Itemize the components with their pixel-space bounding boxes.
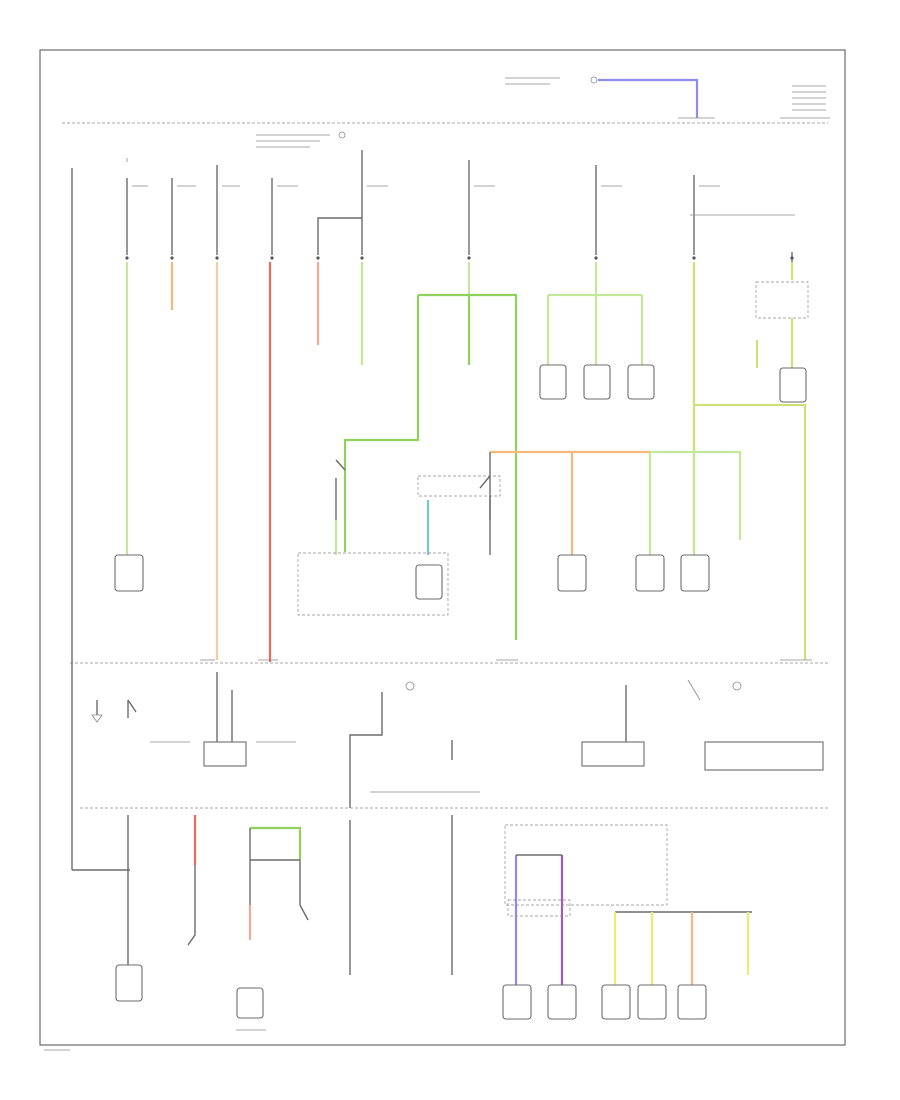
component-box bbox=[415, 564, 443, 600]
upper-wires bbox=[125, 262, 807, 662]
component-box bbox=[635, 554, 665, 592]
component-box bbox=[677, 984, 707, 1020]
lower-wires bbox=[127, 815, 752, 985]
component-box bbox=[236, 987, 264, 1019]
top-supply-circuit bbox=[505, 76, 830, 119]
component-box bbox=[547, 984, 577, 1020]
fuse-symbol bbox=[590, 76, 598, 84]
fuse-row bbox=[71, 131, 795, 871]
component-box bbox=[502, 984, 532, 1020]
diagram-frame bbox=[39, 49, 846, 1046]
component-box bbox=[779, 367, 807, 403]
component-box bbox=[583, 364, 611, 400]
component-box bbox=[203, 741, 247, 767]
blue-wire bbox=[598, 78, 699, 118]
component-box bbox=[115, 964, 143, 1002]
component-box bbox=[581, 741, 645, 767]
component-box bbox=[680, 554, 710, 592]
lower-components bbox=[115, 904, 707, 1031]
switch-symbol bbox=[335, 459, 346, 520]
middle-section bbox=[91, 672, 824, 808]
green-loop-wire bbox=[418, 293, 518, 640]
module-dashed-box bbox=[297, 552, 449, 616]
component-box bbox=[704, 741, 824, 771]
component-box bbox=[601, 984, 631, 1020]
component-box bbox=[114, 554, 144, 592]
upper-components bbox=[114, 281, 809, 616]
component-box bbox=[557, 554, 587, 592]
component-box bbox=[627, 364, 655, 400]
component-box bbox=[539, 364, 567, 400]
component-box bbox=[637, 984, 667, 1020]
